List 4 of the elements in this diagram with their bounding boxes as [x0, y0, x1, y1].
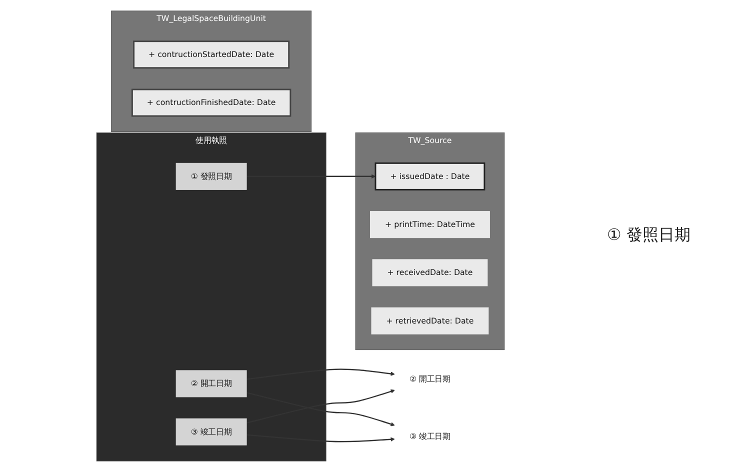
arrow — [246, 368, 395, 380]
arrow — [246, 434, 395, 442]
arrow — [246, 174, 376, 179]
note-label: ① 發照日期 — [607, 224, 692, 246]
